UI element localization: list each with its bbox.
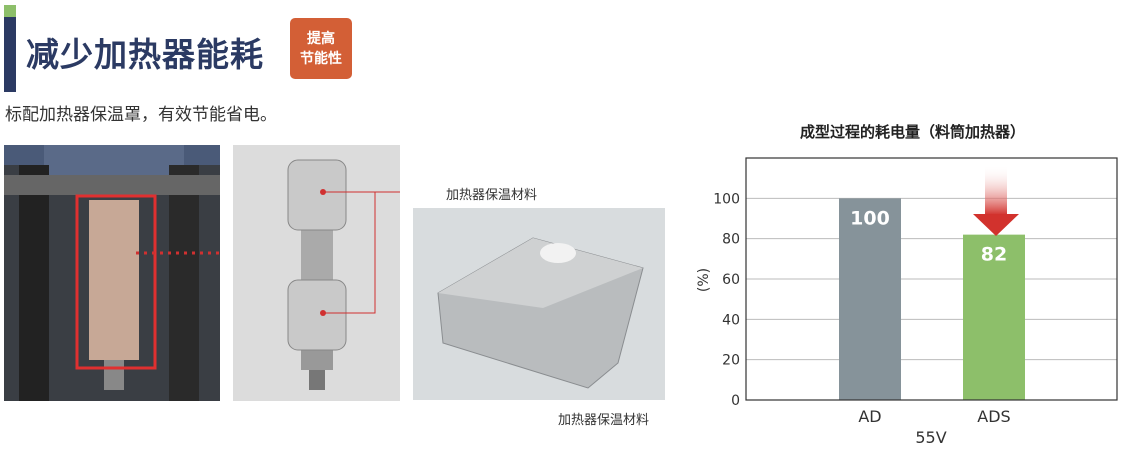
insulation-photo — [413, 208, 665, 400]
y-tick-label: 100 — [713, 191, 740, 207]
accent-bar-green — [4, 5, 16, 17]
badge-line1: 提高 — [307, 30, 335, 47]
plot-frame — [745, 157, 1118, 401]
y-tick-label: 60 — [722, 272, 740, 288]
bar-ads — [963, 234, 1025, 400]
y-tick-label: 20 — [722, 353, 740, 369]
insulation-caption: 加热器保温材料 — [558, 413, 650, 428]
data-label: 82 — [981, 244, 1007, 266]
machine-photo — [4, 145, 220, 401]
x-tick-label: ADS — [977, 407, 1010, 426]
y-axis-label: (%) — [696, 268, 712, 292]
insulation-label: 加热器保温材料 — [446, 188, 538, 203]
reduction-arrow-icon — [973, 165, 1019, 236]
feature-badge: 提高 节能性 — [290, 18, 352, 79]
bar-ad — [839, 198, 901, 400]
heater-diagram — [233, 145, 400, 401]
accent-bar-navy — [4, 17, 16, 92]
x-tick-label: AD — [858, 407, 881, 426]
x-axis-label: 55V — [915, 428, 946, 447]
y-tick-label: 0 — [731, 393, 740, 409]
data-label: 100 — [850, 207, 890, 229]
y-tick-label: 80 — [722, 232, 740, 248]
badge-line2: 节能性 — [300, 50, 342, 67]
chart-title: 成型过程的耗电量（料筒加热器） — [799, 123, 1025, 141]
page-title: 减少加热器能耗 — [26, 35, 264, 74]
subtitle: 标配加热器保温罩，有效节能省电。 — [5, 105, 277, 125]
y-tick-label: 40 — [722, 312, 740, 328]
